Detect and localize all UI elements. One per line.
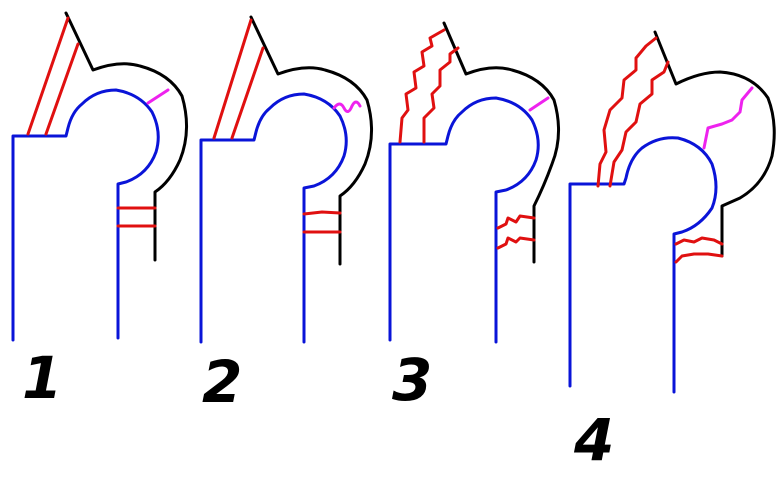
stage-4-number: 4 <box>573 406 614 474</box>
stage-4-crack-lower-b <box>674 252 724 264</box>
stage-3-neck-line <box>528 96 550 112</box>
stage-3-outer-profile <box>442 21 561 264</box>
stage-2-outer-profile <box>249 15 374 266</box>
stage-4-inner-profile <box>568 136 718 394</box>
stage-4-drawing <box>568 30 776 394</box>
stage-4-outer-profile <box>653 30 776 258</box>
stage-3-drawing <box>388 21 561 344</box>
stage-4-crack-lower-a <box>674 236 724 246</box>
stage-3-number: 3 <box>392 346 432 414</box>
stage-3-crack-upper-a <box>398 28 446 144</box>
stage-2-crack-upper-b <box>230 46 265 140</box>
stage-3-crack-lower-a <box>496 214 536 230</box>
stage-1-inner-profile <box>11 88 160 342</box>
stage-2-neck-line <box>332 100 362 113</box>
stage-2-number: 2 <box>202 348 242 416</box>
stage-2-crack-upper-a <box>212 18 253 140</box>
stage-1-crack-upper-b <box>44 42 80 136</box>
stage-2-crack-lower-a <box>302 210 342 216</box>
stage-2-drawing <box>199 15 374 344</box>
stage-1-crack-upper-a <box>26 16 70 136</box>
stage-1-drawing <box>11 11 189 342</box>
stage-2-inner-profile <box>199 92 348 344</box>
stage-1-neck-line <box>146 88 170 105</box>
stage-4-neck-line <box>702 86 754 150</box>
stage-4-crack-upper-b <box>608 60 670 188</box>
stage-1-number: 1 <box>22 344 62 412</box>
stage-3-inner-profile <box>388 96 540 344</box>
stage-1-outer-profile <box>64 11 189 262</box>
stage-3-crack-upper-b <box>422 46 460 144</box>
stage-3-crack-lower-b <box>496 236 536 250</box>
stage-4-crack-upper-a <box>596 36 658 188</box>
